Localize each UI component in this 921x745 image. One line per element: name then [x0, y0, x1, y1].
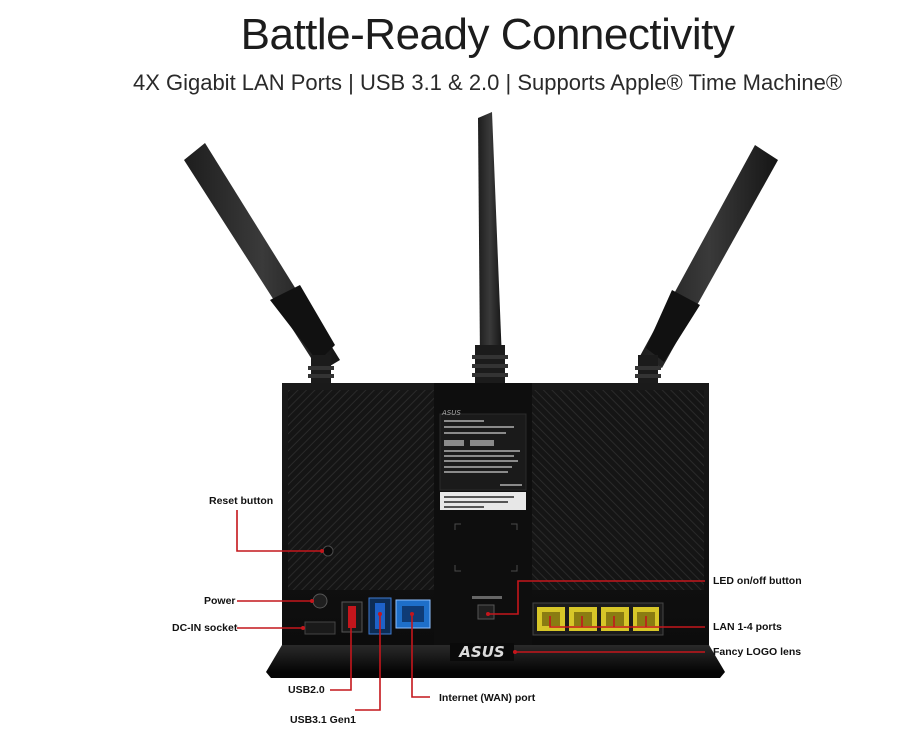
left-antenna — [184, 143, 340, 390]
page-subtitle: 4X Gigabit LAN Ports | USB 3.1 & 2.0 | S… — [132, 70, 843, 95]
label-logo-lens: Fancy LOGO lens — [713, 646, 802, 658]
label-lan-ports: LAN 1-4 ports — [713, 621, 782, 633]
label-internet-wan-port: Internet (WAN) port — [439, 692, 536, 704]
router-body: ASUS — [282, 383, 709, 645]
label-led-onoff-button: LED on/off button — [713, 575, 802, 587]
center-antenna — [472, 112, 508, 385]
label-power: Power — [204, 595, 236, 607]
router-stand: ASUS — [266, 643, 725, 678]
label-reset-button: Reset button — [209, 495, 274, 507]
right-antenna — [635, 145, 778, 390]
label-dc-in-socket: DC-IN socket — [172, 622, 238, 634]
page-title: Battle-Ready Connectivity — [240, 10, 735, 59]
logo-lens-text: ASUS — [458, 643, 504, 661]
label-usb20: USB2.0 — [288, 684, 325, 696]
callout-lines — [236, 510, 705, 711]
top-logo-text: ASUS — [441, 409, 461, 417]
label-usb31-gen1: USB3.1 Gen1 — [290, 714, 356, 726]
